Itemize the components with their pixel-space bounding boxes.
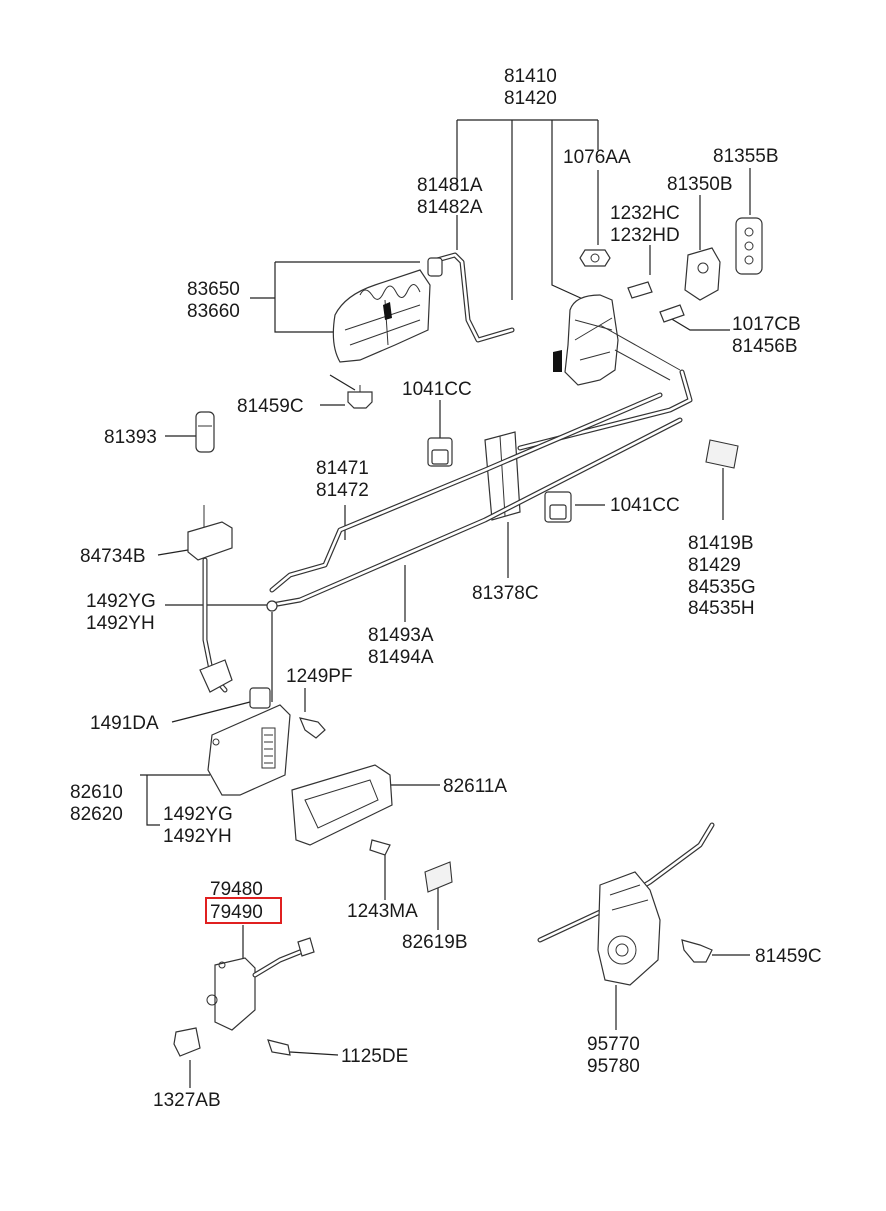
label-81378C: 81378C	[472, 583, 539, 604]
latch-cable	[517, 369, 693, 451]
clip-1041CC-mid	[544, 491, 572, 523]
clip-1041CC-top	[427, 437, 453, 467]
label-79480: 79480	[210, 879, 263, 900]
label-82610: 82610	[70, 782, 123, 803]
lock-knob-84734B	[187, 505, 233, 693]
label-81481A: 81481A	[417, 175, 483, 196]
screw-81459C-top	[347, 385, 373, 409]
label-1249PF: 1249PF	[286, 666, 353, 687]
label-1017CB: 1017CB	[732, 314, 801, 335]
label-81419B	[705, 439, 739, 469]
label-1232HD: 1232HD	[610, 225, 680, 246]
label-1041CC-mid: 1041CC	[610, 495, 680, 516]
label-81472: 81472	[316, 480, 369, 501]
label-1232HC: 1232HC	[610, 203, 680, 224]
door-actuator-95770	[537, 822, 715, 986]
label-81482A: 81482A	[417, 197, 483, 218]
label-1492YG-bottom: 1492YG	[163, 804, 233, 825]
label-82619B	[424, 861, 453, 893]
clip-1491DA	[249, 687, 271, 709]
label-83660: 83660	[187, 301, 240, 322]
part-number-labels: 81410 81420 1076AA 81355B 81481A 81482A …	[70, 66, 822, 1111]
label-81459C-bottom: 81459C	[755, 946, 822, 967]
label-79490: 79490	[210, 902, 263, 923]
screw-1125DE	[267, 1039, 291, 1056]
label-1041CC-top: 1041CC	[402, 379, 472, 400]
label-81420: 81420	[504, 88, 557, 109]
door-check-79480	[206, 937, 315, 1031]
label-82620: 82620	[70, 804, 123, 825]
rod-guide-81378C	[484, 431, 521, 521]
striker-81350B	[684, 247, 721, 301]
label-81355B: 81355B	[713, 146, 779, 167]
label-84535G: 84535G	[688, 577, 756, 598]
label-95780: 95780	[587, 1056, 640, 1077]
rod-81481A	[427, 252, 515, 343]
rod-81471	[269, 392, 663, 593]
label-81471: 81471	[316, 458, 369, 479]
label-81456B: 81456B	[732, 336, 798, 357]
label-1243MA: 1243MA	[347, 901, 418, 922]
nut-1076AA	[579, 249, 611, 267]
label-84535H: 84535H	[688, 598, 755, 619]
label-82619B: 82619B	[402, 932, 468, 953]
label-1491DA: 1491DA	[90, 713, 159, 734]
label-81393: 81393	[104, 427, 157, 448]
label-82611A: 82611A	[443, 776, 507, 797]
plate-81355B	[735, 217, 763, 275]
label-1492YG-top: 1492YG	[86, 591, 156, 612]
parts	[173, 217, 763, 1057]
inside-handle-82610	[207, 704, 291, 796]
screw-1232HC	[627, 281, 653, 299]
label-81493A: 81493A	[368, 625, 434, 646]
label-1492YH-top: 1492YH	[86, 613, 155, 634]
label-1125DE: 1125DE	[341, 1046, 408, 1067]
clip-1492YG-top	[266, 600, 278, 612]
label-95770: 95770	[587, 1034, 640, 1055]
label-81494A: 81494A	[368, 647, 434, 668]
label-1492YH-bottom: 1492YH	[163, 826, 232, 847]
outside-handle-83650	[332, 257, 443, 363]
screw-1017CB	[659, 304, 685, 323]
handle-bezel-82611A	[291, 764, 393, 846]
screw-1249PF	[299, 717, 326, 739]
label-81429: 81429	[688, 555, 741, 576]
leader-lines	[140, 119, 751, 1088]
screw-81459C-bottom	[681, 939, 713, 963]
label-81419B: 81419B	[688, 533, 754, 554]
label-1076AA: 1076AA	[563, 147, 631, 168]
rod-81493A	[269, 417, 683, 608]
clip-81393	[195, 411, 215, 453]
door-latch-81410	[553, 294, 681, 386]
label-81459C-top: 81459C	[237, 396, 304, 417]
label-81350B: 81350B	[667, 174, 733, 195]
label-84734B: 84734B	[80, 546, 146, 567]
label-83650: 83650	[187, 279, 240, 300]
screw-1243MA	[369, 839, 391, 856]
label-81410: 81410	[504, 66, 557, 87]
bolt-1327AB	[173, 1027, 201, 1057]
label-1327AB: 1327AB	[153, 1090, 221, 1111]
highlight-box-79490	[205, 897, 282, 924]
